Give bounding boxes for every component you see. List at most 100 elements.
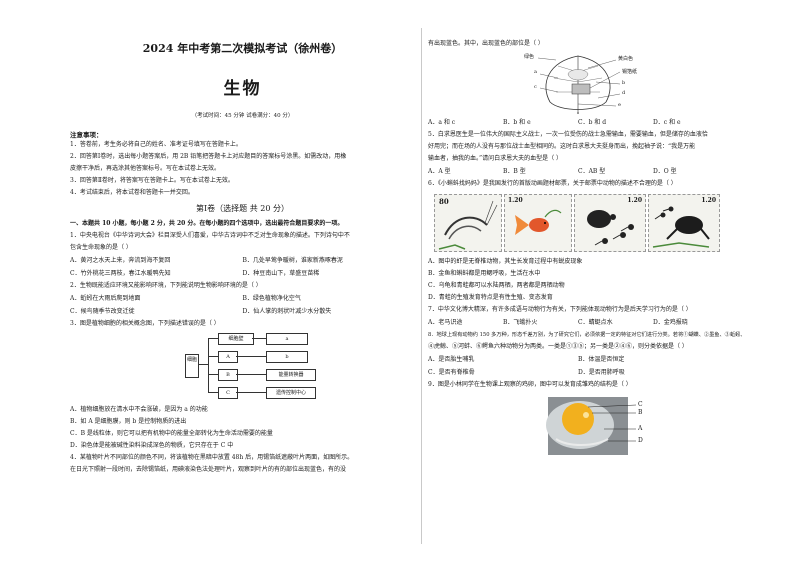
option-row: C．竹外桃花三两枝，春江水暖鸭先知 D．种豆南山下，草盛豆苗稀 xyxy=(70,267,415,280)
option-b[interactable]: B．体温是否恒定 xyxy=(578,356,625,363)
concept-b-box: B xyxy=(218,369,238,381)
stamp-value: 1.20 xyxy=(627,197,642,204)
option-b[interactable]: B．绿色植物净化空气 xyxy=(242,295,301,302)
turtle-icon xyxy=(587,210,634,246)
question-stem: 7．中华文化博大精深，有许多成语与动物行为有关，下列能体现动物行为是后天学习行为… xyxy=(428,306,692,313)
note-line: 皮擦干净后，再选涂其他答案标号。写在本试卷上无效。 xyxy=(70,165,221,172)
connector xyxy=(252,338,266,339)
exam-info: （考试时间：45 分钟 试卷满分：40 分） xyxy=(191,113,294,119)
connector xyxy=(236,392,266,393)
question-stem: 在日光下照射一段时间，去除锡箔纸，用碘液染色法处理叶片，观察到叶片的有的部位出现… xyxy=(70,466,347,473)
question-8: 8．地球上现有动物约 150 多万种，形态千差万别，为了研究它们，必须依据一定的… xyxy=(428,329,746,379)
option-c[interactable]: C．是否有脊椎骨 xyxy=(428,369,475,376)
option-c[interactable]: C．蜻蜓点水 xyxy=(578,319,613,326)
question-stem: ④虎鲸、⑤河蚌、⑥鳄鱼六种动物分为两类。一类是①③⑤；另一类是②④⑥，则分类依据… xyxy=(428,343,688,350)
question-stem: 3．图是植物细胞的相关概念图，下列描述错误的是（ ） xyxy=(70,320,220,327)
option-b[interactable]: B．金鱼和蝌蚪都是用鳃呼吸，生活在水中 xyxy=(428,270,541,277)
option-row: A．黄河之水天上来，奔流到海不复回 B．几处早莺争暖树，谁家新燕啄春泥 xyxy=(70,254,415,267)
option-row: A．A 型 B．B 型 C．AB 型 D．O 型 xyxy=(428,165,728,178)
option-d[interactable]: D．染色体是能被碱性染料染成深色的物质，它只存在于 C 中 xyxy=(70,442,234,449)
connector xyxy=(208,374,218,375)
option-d[interactable]: D．种豆南山下，草盛豆苗稀 xyxy=(242,270,320,277)
option-d[interactable]: D．c 和 e xyxy=(653,119,681,126)
option-c[interactable]: C．AB 型 xyxy=(578,168,606,175)
option-b[interactable]: B．b 和 e xyxy=(503,119,531,126)
option-a[interactable]: A．图中的虾是无脊椎动物，其生长发育过程中有蜕皮现象 xyxy=(428,258,583,265)
stamp-shrimp: 80 xyxy=(434,194,502,252)
question-stem: 9．图是小林同学在生物课上观察的鸡卵，图中可以发育成雏鸡的结构是（ ） xyxy=(428,381,632,388)
option-a[interactable]: A．蚯蚓在大雨后爬到地面 xyxy=(70,295,141,302)
concept-energy-converter: 能量转换器 xyxy=(266,369,316,381)
option-c[interactable]: C．b 和 d xyxy=(578,119,607,126)
right-column: 有出现蓝色。其中，出现蓝色的部位是（ ） 绿色 黄白色 锡箔 xyxy=(428,38,746,457)
concept-c-box: C xyxy=(218,387,238,399)
leaf-label-e: e xyxy=(618,102,621,108)
leaf-label-a: a xyxy=(534,69,537,75)
question-stem: 8．地球上现有动物约 150 多万种，形态千差万别，为了研究它们，必须依据一定的… xyxy=(428,332,746,338)
connector xyxy=(236,356,266,357)
connector xyxy=(208,338,209,392)
concept-b-function: b xyxy=(266,351,308,363)
stamp-images: 80 1.20 xyxy=(428,194,728,254)
option-a[interactable]: A．A 型 xyxy=(428,168,451,175)
option-row: A．蚯蚓在大雨后爬到地面 B．绿色植物净化空气 xyxy=(70,292,415,305)
question-stem: 4．某植物叶片不同部位的颜色不同，将该植物在黑暗中放置 48h 后，用锡箔纸遮蔽… xyxy=(70,454,354,461)
option-d[interactable]: D．是否用肺呼吸 xyxy=(578,369,625,376)
section-title: 第Ⅰ卷（选择题 共 20 分） xyxy=(196,204,289,213)
option-a[interactable]: A．黄河之水天上来，奔流到海不复回 xyxy=(70,257,171,264)
question-stem: 有出现蓝色。其中，出现蓝色的部位是（ ） xyxy=(428,40,544,47)
question-stem: 2．生物既能适应环境又能影响环境，下列能说明生物影响环境的是（ ） xyxy=(70,282,262,289)
option-row: C．是否有脊椎骨 D．是否用肺呼吸 xyxy=(428,366,728,379)
question-stem: 好用完；而在场的人没有与那位战士血型相同的。这时白求恩大夫挺身而出，挽起袖子说：… xyxy=(428,143,696,150)
leaf-label-green: 绿色 xyxy=(524,54,535,60)
question-2: 2．生物既能适应环境又能影响环境，下列能说明生物影响环境的是（ ） A．蚯蚓在大… xyxy=(70,280,415,318)
shrimp-icon xyxy=(438,200,498,250)
question-7: 7．中华文化博大精深，有许多成语与动物行为有关，下列能体现动物行为是后天学习行为… xyxy=(428,304,728,329)
option-c[interactable]: C．B 是线粒体，则它可以把有机物中的能量全部转化为生命活动需要的能量 xyxy=(70,430,273,437)
option-a[interactable]: A．老马识途 xyxy=(428,319,463,326)
egg-label-b: B xyxy=(638,409,643,416)
cell-concept-map: 细胞 细胞壁 A B C a b 能量转换器 遗传控制中心 xyxy=(70,332,415,402)
notes-heading: 注意事项： xyxy=(70,131,103,139)
question-3: 3．图是植物细胞的相关概念图，下列描述错误的是（ ） 细胞 细胞壁 A B C … xyxy=(70,318,415,452)
leaf-label-foil: 锡箔纸 xyxy=(622,69,638,75)
option-a[interactable]: A．是否胎生哺乳 xyxy=(428,356,475,363)
option-b[interactable]: B．几处早莺争暖树，谁家新燕啄春泥 xyxy=(242,257,343,264)
note-line: 1．答卷前，考生务必将自己的姓名、准考证号填写在答题卡上。 xyxy=(70,141,242,148)
question-stem: 包含生命现象的是（ ） xyxy=(70,244,132,251)
option-row: A．a 和 c B．b 和 e C．b 和 d D．c 和 e xyxy=(428,116,728,129)
question-6: 6．《小蝌蚪找妈妈》是我国发行的首版动画题材邮票，关于邮票中动物的描述不合理的是… xyxy=(428,178,728,304)
option-b[interactable]: B．飞蛾扑火 xyxy=(503,319,538,326)
frog-icon xyxy=(652,206,710,248)
option-d[interactable]: D．青蛙的生殖发育特点是有性生殖、变态发育 xyxy=(428,294,553,301)
question-stem: 6．《小蝌蚪找妈妈》是我国发行的首版动画题材邮票，关于邮票中动物的描述不合理的是… xyxy=(428,180,677,187)
option-d[interactable]: D．仙人掌的刺状叶减少水分散失 xyxy=(242,308,332,315)
option-c[interactable]: C．乌龟和青蛙都可以水陆两栖，两者都是两栖动物 xyxy=(428,282,565,289)
connector xyxy=(198,364,208,365)
section-description: 一、本题共 10 小题，每小题 2 分，共 20 分。在每小题的四个选项中，选出… xyxy=(70,220,344,227)
question-stem: 输血者，抽我的血。”请问白求恩大夫的血型是（ ） xyxy=(428,155,562,162)
egg-label-d: D xyxy=(638,437,643,444)
stamp-value: 1.20 xyxy=(508,197,523,204)
stamp-value: 1.20 xyxy=(701,197,716,204)
question-9: 9．图是小林同学在生物课上观察的鸡卵，图中可以发育成雏鸡的结构是（ ） C B … xyxy=(428,379,728,457)
concept-root: 细胞 xyxy=(185,354,199,378)
subject-title: 生物 xyxy=(223,79,262,99)
note-line: 4．考试结束后，将本试卷和答题卡一并交回。 xyxy=(70,189,194,196)
option-b[interactable]: B．如 A 是细胞膜，则 b 是控制物质的进出 xyxy=(70,418,187,425)
stamp-goldfish: 1.20 xyxy=(504,194,572,252)
option-d[interactable]: D．金鸡报晓 xyxy=(653,319,688,326)
option-a[interactable]: A．a 和 c xyxy=(428,119,456,126)
option-a[interactable]: A．植物细胞放在清水中不会涨破，是因为 a 的功能 xyxy=(70,406,208,413)
connector xyxy=(236,374,266,375)
connector xyxy=(208,392,218,393)
option-c[interactable]: C．候鸟随季节改变迁徙 xyxy=(70,308,135,315)
column-divider xyxy=(421,28,422,544)
option-b[interactable]: B．B 型 xyxy=(503,168,526,175)
connector xyxy=(208,356,218,357)
stamp-frog: 1.20 xyxy=(648,194,720,252)
goldfish-icon xyxy=(515,209,562,235)
option-d[interactable]: D．O 型 xyxy=(653,168,677,175)
option-c[interactable]: C．竹外桃花三两枝，春江水暖鸭先知 xyxy=(70,270,171,277)
